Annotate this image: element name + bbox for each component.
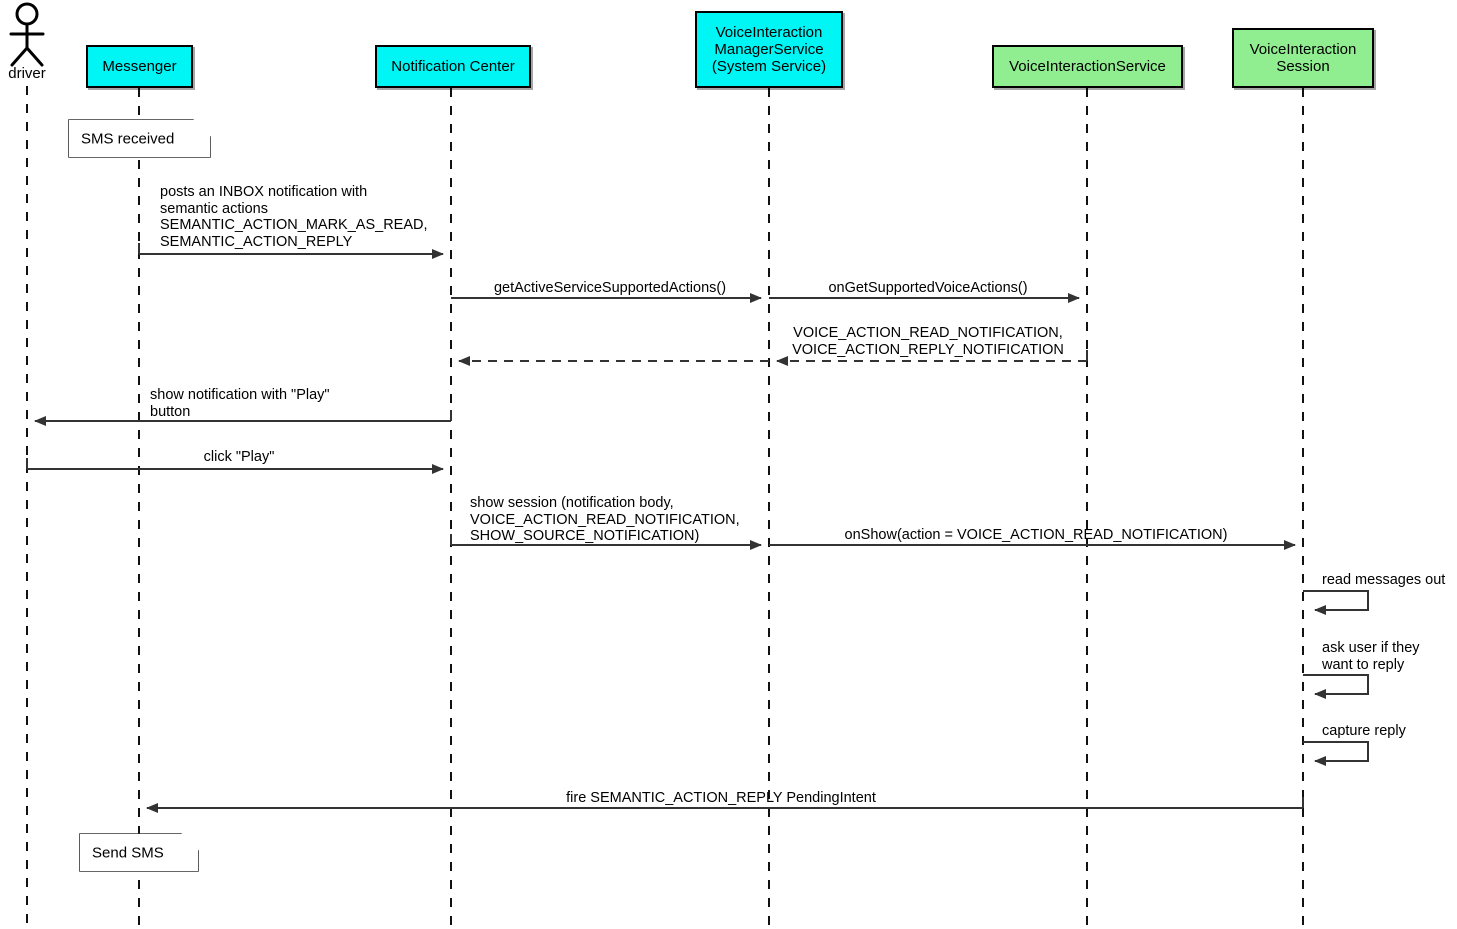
note-send-sms-text: Send SMS <box>92 844 164 861</box>
self-message-label-ask-user-if-they-want-to-reply: ask user if they want to reply <box>1322 640 1420 673</box>
arrow-show-session <box>450 534 762 550</box>
participant-voice-interaction-manager-service[interactable]: VoiceInteraction ManagerService (System … <box>695 11 843 88</box>
message-label-on-show: onShow(action = VOICE_ACTION_READ_NOTIFI… <box>844 527 1228 543</box>
participant-notification-center[interactable]: Notification Center <box>375 45 531 88</box>
arrow-post-inbox-notification <box>138 243 444 259</box>
arrow-return-voice-actions-to-manager <box>776 350 1088 366</box>
self-message-label-read-messages-out: read messages out <box>1322 572 1446 588</box>
arrow-show-notification-with-play-button <box>34 410 452 426</box>
note-sms-received: SMS received <box>69 120 210 157</box>
note-sms-received-text: SMS received <box>81 130 175 147</box>
arrow-self-ask-user-if-they-want-to-reply <box>1303 674 1369 699</box>
participant-messenger[interactable]: Messenger <box>86 45 193 88</box>
actor-driver-figure <box>9 2 45 67</box>
self-message-label-capture-reply: capture reply <box>1322 723 1406 739</box>
message-label-click-play: click "Play" <box>203 449 275 465</box>
message-label-show-notification-with-play-button: show notification with "Play" button <box>150 387 330 420</box>
note-send-sms: Send SMS <box>80 834 198 871</box>
participant-voice-interaction-session[interactable]: VoiceInteraction Session <box>1232 28 1374 88</box>
arrow-click-play <box>26 458 444 474</box>
message-label-return-voice-actions-to-manager: VOICE_ACTION_READ_NOTIFICATION, VOICE_AC… <box>792 325 1064 358</box>
arrow-fire-semantic-action-reply-pendingintent <box>146 797 1304 813</box>
arrow-self-read-messages-out <box>1303 590 1369 615</box>
participant-voice-interaction-service[interactable]: VoiceInteractionService <box>992 45 1183 88</box>
message-label-show-session: show session (notification body, VOICE_A… <box>470 495 740 544</box>
message-label-on-get-supported-voice-actions: onGetSupportedVoiceActions() <box>828 280 1028 296</box>
arrow-self-capture-reply <box>1303 741 1369 766</box>
message-label-get-active-service-supported-actions: getActiveServiceSupportedActions() <box>493 280 727 296</box>
message-label-fire-semantic-action-reply-pendingintent: fire SEMANTIC_ACTION_REPLY PendingIntent <box>566 790 876 806</box>
message-label-post-inbox-notification: posts an INBOX notification with semanti… <box>160 184 428 250</box>
actor-label-driver: driver <box>8 65 46 82</box>
